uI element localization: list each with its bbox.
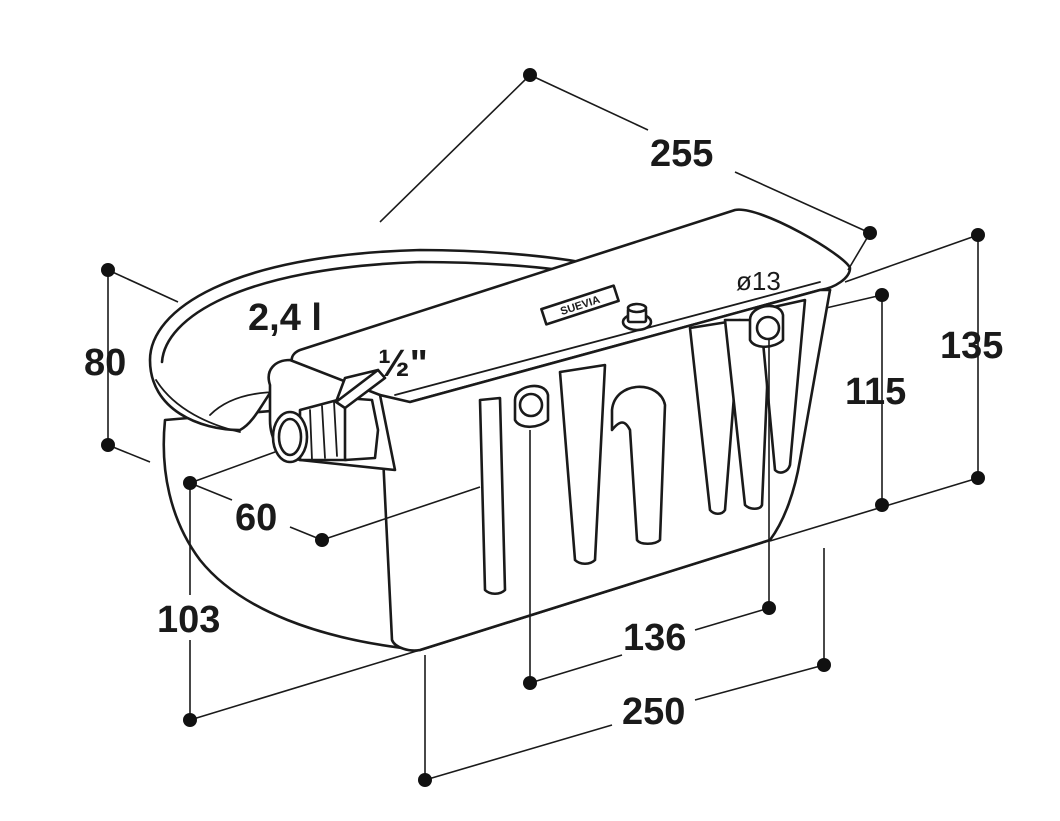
- inlet-fitting: [267, 358, 397, 472]
- mounting-hole-left: [513, 384, 550, 429]
- slot-4: [688, 318, 742, 516]
- dim-60-label: 60: [235, 497, 277, 539]
- mounting-hole-right: [748, 304, 785, 349]
- dim-135-label: 135: [940, 325, 1003, 367]
- dim-136-label: 136: [623, 617, 686, 659]
- bowl-body: SUEVIA: [148, 208, 852, 652]
- dimension-lines: [101, 68, 985, 787]
- slot-1: [478, 396, 507, 596]
- slot-3: [610, 385, 667, 546]
- bowl-rim-inner: [160, 260, 562, 364]
- slot-2: [558, 363, 607, 566]
- dim-103-label: 103: [157, 599, 220, 641]
- dim-115-label: 115: [845, 371, 906, 413]
- lid-edge: [394, 281, 821, 396]
- slot-5: [723, 318, 772, 511]
- volume-label: 2,4 l: [248, 297, 322, 339]
- thread-size-label: ½": [378, 343, 428, 385]
- hole-diameter-label: ø13: [736, 266, 781, 296]
- thread-arrow: [334, 368, 387, 410]
- dim-80-label: 80: [84, 342, 126, 384]
- lid-bolt: [621, 302, 653, 332]
- bowl-rim-edge: [155, 379, 241, 433]
- dim-255-label: 255: [650, 133, 713, 175]
- dimension-labels: 255 135 115 80 60 103 136 250 ø13 2,4 l …: [84, 133, 1003, 733]
- dim-250-label: 250: [622, 691, 685, 733]
